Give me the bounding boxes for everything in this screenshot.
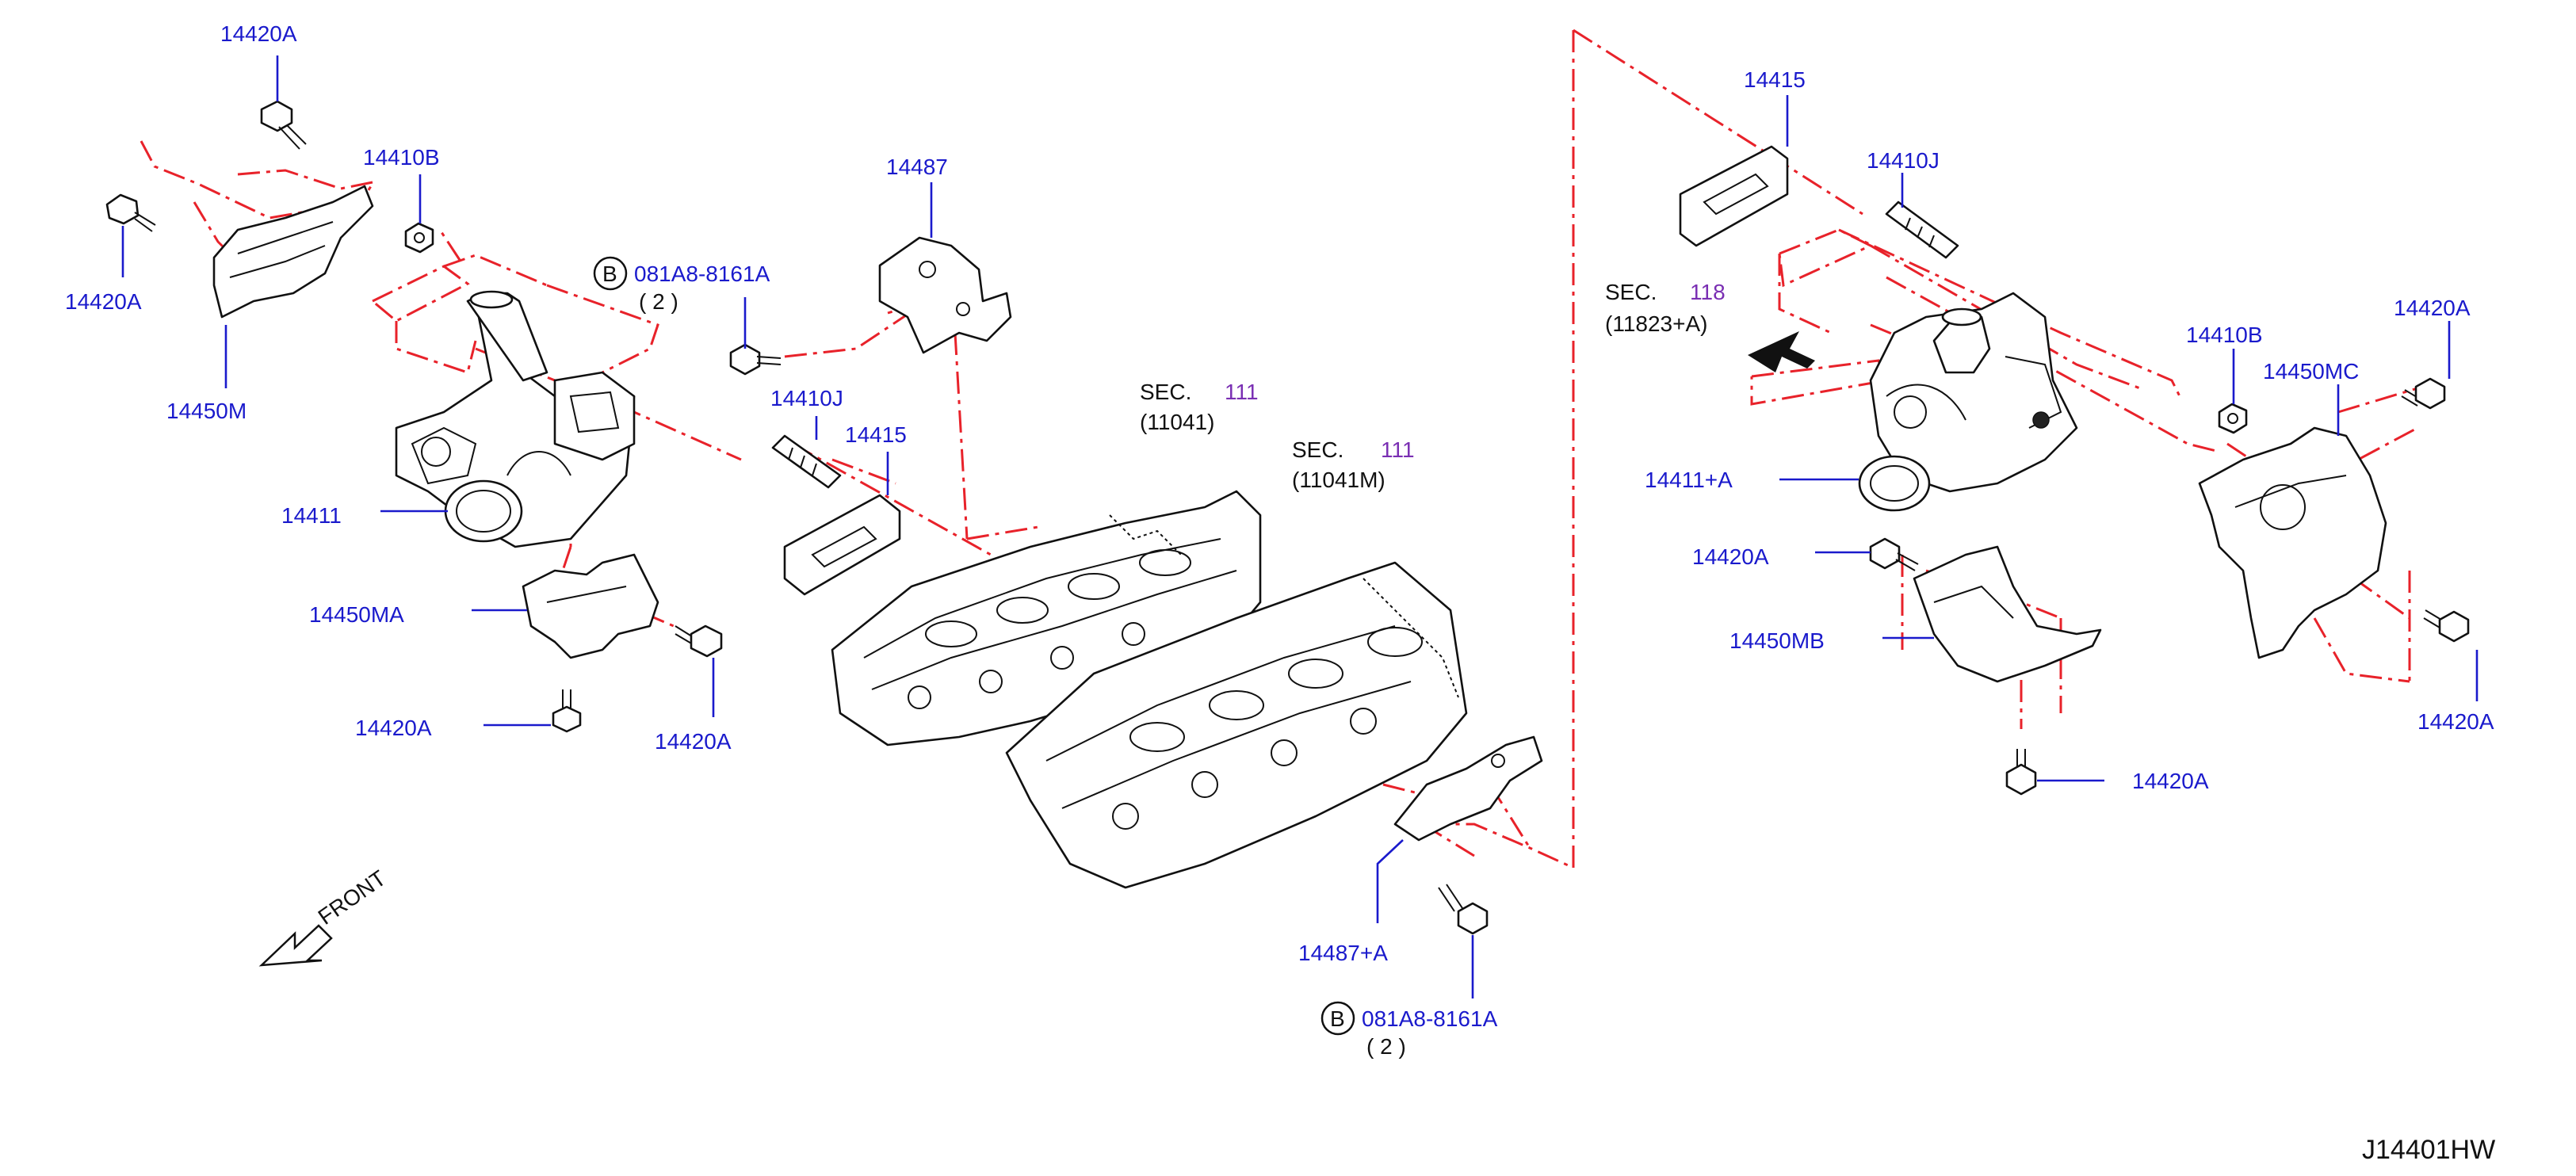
svg-text:B: B: [1330, 1006, 1345, 1031]
bracket-14487: [878, 236, 1012, 354]
front-label: FRONT: [314, 865, 391, 930]
label-14487a: 14487+A: [1298, 941, 1388, 965]
label-14410b-left: 14410B: [363, 145, 440, 170]
heat-shield-14450ma: [522, 553, 659, 659]
front-indicator: FRONT: [258, 865, 391, 967]
turbocharger-left: [395, 290, 636, 548]
cylinder-head-left-bank: [831, 490, 1262, 746]
label-14420a-mid-left: 14420A: [655, 729, 732, 754]
nut-icon: [404, 222, 434, 254]
label-14415-right: 14415: [1744, 67, 1806, 92]
label-14420a-right-mid: 14420A: [1692, 544, 1769, 569]
svg-text:(11823+A): (11823+A): [1605, 311, 1707, 336]
label-14420a-right-bottom: 14420A: [2132, 769, 2209, 793]
cylinder-head-right-bank: [1005, 561, 1468, 889]
bolt-icon: [675, 624, 723, 658]
bolt-icon: [2401, 377, 2446, 410]
svg-text:111: 111: [1381, 437, 1415, 462]
svg-text:SEC.: SEC.: [1605, 280, 1657, 304]
label-14410j-right: 14410J: [1867, 148, 1940, 173]
bolt-icon: [552, 689, 582, 733]
bolt-icon: [1438, 884, 1489, 935]
label-14420a-top: 14420A: [220, 21, 297, 46]
sec-118-11823a: SEC. 118 (11823+A): [1605, 280, 1726, 336]
bolt-icon: [2005, 749, 2037, 796]
leader-lines: [121, 55, 2479, 998]
stud-icon: [1885, 200, 1959, 259]
gasket-14415-right: [1679, 145, 1789, 247]
gasket-14415-left: [783, 494, 901, 596]
svg-text:118: 118: [1690, 280, 1726, 304]
fasteners: [105, 100, 2470, 935]
label-bolt-code-top: 081A8-8161A: [634, 262, 770, 286]
label-14420a-bottom-left: 14420A: [355, 716, 432, 740]
label-bolt-qty-top: ( 2 ): [639, 289, 678, 314]
arrow-icon: [1748, 331, 1815, 372]
label-14411: 14411: [281, 503, 342, 528]
sec-111-11041: SEC. 111 (11041): [1140, 380, 1259, 434]
bolt-icon: [105, 193, 156, 232]
heat-shield-14450mc: [2198, 426, 2387, 659]
label-14410j-left: 14410J: [770, 386, 843, 410]
turbocharger-right: [1858, 292, 2078, 512]
bolt-icon: [729, 343, 782, 376]
bracket-14487a: [1393, 735, 1543, 842]
label-14420a-left: 14420A: [65, 289, 142, 314]
label-14411a: 14411+A: [1645, 468, 1733, 492]
label-14420a-right-top: 14420A: [2394, 296, 2471, 320]
nut-icon: [2218, 403, 2248, 434]
label-14487: 14487: [886, 155, 948, 179]
svg-text:SEC.: SEC.: [1292, 437, 1343, 462]
diagram-id: J14401HW: [2362, 1135, 2495, 1165]
b-marker-top: B: [593, 256, 628, 291]
label-14410b-right: 14410B: [2186, 323, 2263, 347]
sec-111-11041m: SEC. 111 (11041M): [1292, 437, 1415, 492]
bolt-icon: [1869, 537, 1919, 571]
bolt-icon: [2423, 609, 2470, 643]
label-14450mb: 14450MB: [1729, 628, 1825, 653]
label-14450mc: 14450MC: [2263, 359, 2359, 384]
heat-shield-14450m: [212, 185, 374, 319]
stud-icon: [771, 434, 842, 489]
label-14450ma: 14450MA: [309, 602, 404, 627]
label-14450m: 14450M: [166, 399, 247, 423]
svg-text:(11041M): (11041M): [1292, 468, 1385, 492]
svg-text:(11041): (11041): [1140, 410, 1214, 434]
heat-shield-14450mb: [1913, 545, 2102, 683]
front-arrow-icon: [258, 924, 333, 967]
label-14415-left: 14415: [845, 422, 907, 447]
svg-text:B: B: [602, 262, 617, 286]
label-bolt-qty-bottom: ( 2 ): [1366, 1034, 1406, 1059]
label-bolt-code-bottom: 081A8-8161A: [1362, 1006, 1498, 1031]
svg-text:111: 111: [1225, 380, 1259, 404]
label-14420a-right-low: 14420A: [2417, 709, 2494, 734]
svg-text:SEC.: SEC.: [1140, 380, 1191, 404]
bolt-icon: [260, 100, 307, 150]
b-marker-bottom: B: [1320, 1001, 1355, 1036]
part-labels: 14420A 14410B 14420A 14450M 14411 14450M…: [65, 21, 2494, 1059]
